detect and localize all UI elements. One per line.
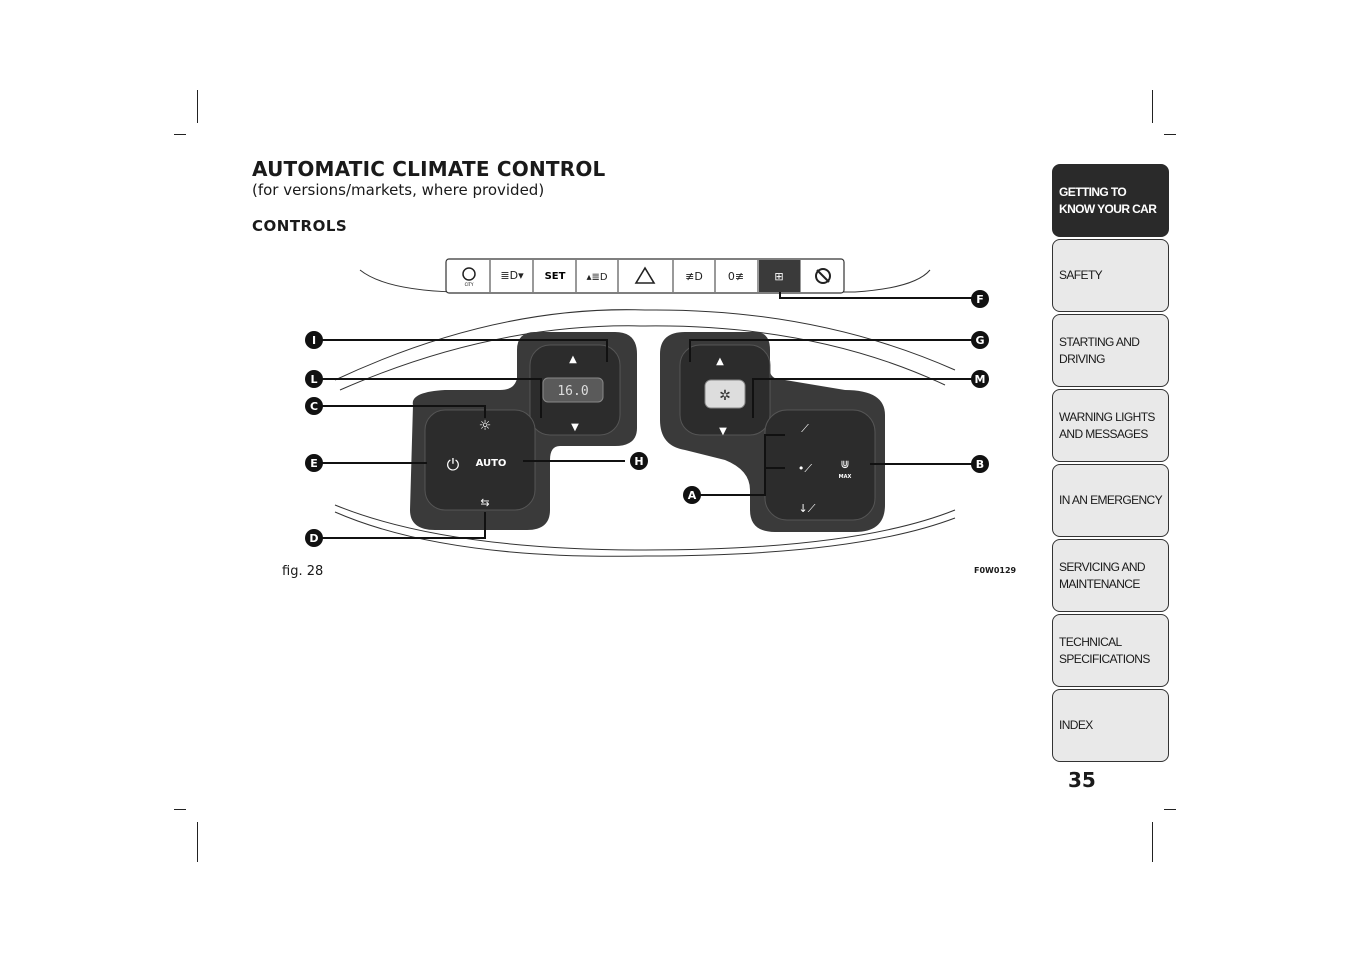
auto-button-label: AUTO [476,458,507,469]
foot-vent-icon: ↓⟋ [799,502,816,515]
tab-label: IN AN EMERGENCY [1059,493,1163,507]
fan-icon: ✲ [719,388,731,404]
tab-warning-lights[interactable]: WARNING LIGHTS AND MESSAGES [1052,389,1169,462]
tab-emergency[interactable]: IN AN EMERGENCY [1052,464,1169,537]
callout-m: M [975,373,986,386]
rear-fog-icon: 0≢ [728,270,744,283]
callout-f: F [976,293,984,306]
steering-wheel-icon [462,267,476,281]
tab-starting-driving[interactable]: STARTING AND DRIVING [1052,314,1169,387]
tab-label: TECHNICAL SPECIFICATIONS [1059,634,1150,666]
left-control-cluster: 16.0 ▲ ▼ ☼ ⏻ AUTO ⇆ [410,332,637,530]
face-vent-icon: •⟋ [798,462,812,475]
rear-defrost-icon: ⊞ [774,270,783,283]
crop-mark [197,822,198,862]
front-fog-icon: ≢D [685,270,703,283]
tab-safety[interactable]: SAFETY [1052,239,1169,312]
temp-down-icon: ▼ [571,422,579,433]
crop-mark [1152,822,1153,862]
tab-technical[interactable]: TECHNICAL SPECIFICATIONS [1052,614,1169,687]
crop-mark [197,90,198,123]
crop-mark [174,134,186,135]
climate-control-figure: CITY ≣D▾ SET ▴≣D ≢D 0≢ ⊞ 16.0 ▲ ▼ ☼ ⏻ AU… [305,258,989,557]
crop-mark [1164,809,1176,810]
callout-g: G [975,334,984,347]
crop-mark [1152,90,1153,123]
windscreen-vent-icon: ⟋ [801,422,809,435]
start-stop-icon [815,268,831,284]
tab-label: SAFETY [1059,268,1103,282]
tab-label: GETTING TO KNOW YOUR CAR [1059,184,1157,216]
callout-e: E [310,457,318,470]
recirculation-car-icon: ⇆ [480,496,489,509]
fan-up-icon: ▲ [716,356,724,367]
crop-mark [1164,134,1176,135]
callout-h: H [634,455,643,468]
tab-index[interactable]: INDEX [1052,689,1169,762]
tab-getting-to-know[interactable]: GETTING TO KNOW YOUR CAR [1052,164,1169,237]
max-label: MAX [839,474,852,480]
power-icon: ⏻ [447,455,460,474]
max-defrost-icon: ⋓ [840,458,849,471]
callout-a: A [688,489,697,502]
tab-label: SERVICING AND MAINTENANCE [1059,559,1146,591]
tab-label: INDEX [1059,718,1093,732]
callout-l: L [310,373,317,386]
tab-label: STARTING AND DRIVING [1059,334,1140,366]
switch-bar: CITY ≣D▾ SET ▴≣D ≢D 0≢ ⊞ [445,258,845,294]
fan-down-icon: ▼ [719,426,727,437]
section-heading: CONTROLS [252,217,348,235]
headlamp-adjust-icon: ≣D▾ [500,269,524,282]
callout-c: C [310,400,318,413]
hazard-icon [634,266,656,284]
page-subtitle: (for versions/markets, where provided) [252,181,545,199]
set-label: SET [545,271,566,282]
figure-caption: fig. 28 [282,564,324,579]
temperature-display: 16.0 [557,384,588,399]
callout-b: B [976,458,984,471]
temp-up-icon: ▲ [569,354,577,365]
page-number: 35 [1068,768,1096,792]
tab-servicing[interactable]: SERVICING AND MAINTENANCE [1052,539,1169,612]
page-title: AUTOMATIC CLIMATE CONTROL [252,157,606,181]
beam-icon: ▴≣D [586,272,607,283]
tab-label: WARNING LIGHTS AND MESSAGES [1059,409,1155,441]
right-control-cluster: ✲ ▲ ▼ ⟋ •⟋ ⋓ MAX ↓⟋ [660,332,885,532]
recirculation-icon: ☼ [479,418,492,434]
crop-mark [174,809,186,810]
city-label: CITY [465,282,474,287]
callout-d: D [309,532,318,545]
callout-i: I [312,334,316,347]
figure-code: F0W0129 [974,566,1017,575]
